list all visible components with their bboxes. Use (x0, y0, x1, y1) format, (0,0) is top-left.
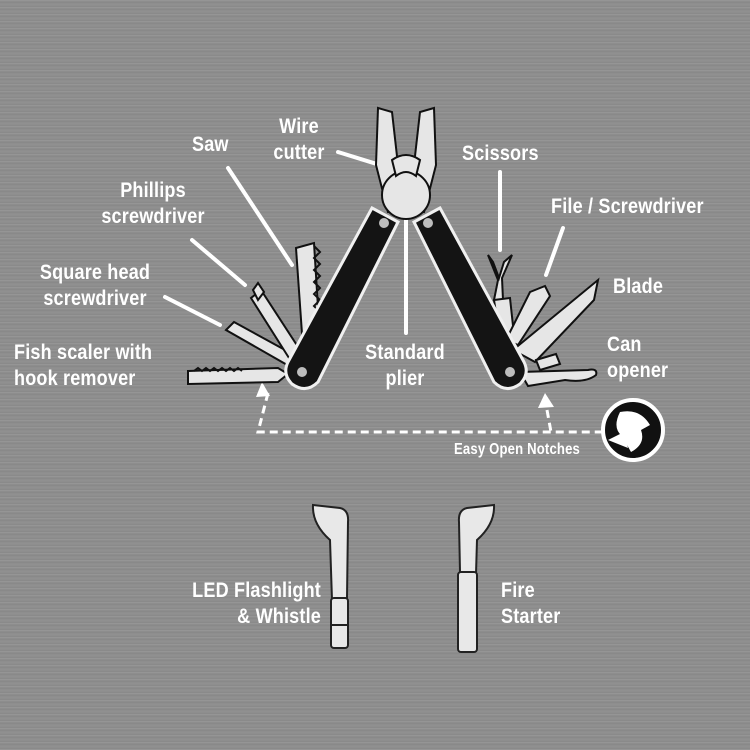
label-wire-cutter-line2: cutter (273, 141, 325, 164)
label-can-opener-line2: opener (607, 359, 669, 382)
label-scissors: Scissors (462, 141, 539, 167)
label-square-head-line2: screwdriver (43, 287, 147, 310)
plier-pivot (381, 170, 431, 220)
label-wire-cutter-line1: Wire (279, 115, 319, 138)
left-handle (284, 205, 400, 390)
label-blade-line1: Blade (613, 275, 664, 298)
label-fish-scaler: Fish scaler with hook remover (14, 340, 152, 392)
leader-file (544, 226, 565, 277)
label-scissors-line1: Scissors (462, 142, 539, 165)
label-file-screwdriver: File / Screwdriver (551, 194, 704, 220)
can-opener-tool (518, 368, 598, 388)
label-easy-open-notches-line1: Easy Open Notches (454, 441, 581, 458)
notch-arrow-left (256, 382, 270, 397)
label-led-flashlight: LED Flashlight & Whistle (183, 578, 321, 630)
notch-bracket (256, 392, 603, 434)
right-tools (487, 254, 600, 388)
label-file-screwdriver-line1: File / Screwdriver (551, 195, 704, 218)
label-phillips-line1: Phillips (120, 179, 186, 202)
plier-jaws (374, 106, 438, 220)
leader-saw (226, 166, 294, 267)
label-standard-plier-line1: Standard (365, 341, 445, 364)
label-can-opener-line1: Can (607, 333, 642, 356)
label-led-flashlight-line1: LED Flashlight (192, 579, 321, 602)
label-square-head: Square head screwdriver (39, 260, 151, 312)
label-standard-plier: Standard plier (359, 340, 450, 392)
label-blade: Blade (613, 274, 663, 300)
label-wire-cutter: Wire cutter (260, 114, 337, 166)
fish-scaler-tool (187, 366, 290, 386)
label-can-opener: Can opener (607, 332, 668, 384)
label-phillips-line2: screwdriver (101, 205, 205, 228)
label-fire-starter: Fire Starter (501, 578, 560, 630)
label-saw-line1: Saw (192, 133, 229, 156)
handles (284, 205, 528, 390)
label-fish-scaler-line2: hook remover (14, 367, 136, 390)
label-phillips: Phillips screwdriver (97, 178, 209, 230)
label-fire-starter-line2: Starter (501, 605, 561, 628)
label-led-flashlight-line2: & Whistle (237, 605, 321, 628)
label-easy-open-notches: Easy Open Notches (454, 440, 580, 460)
leader-square-head (163, 295, 222, 327)
label-fish-scaler-line1: Fish scaler with (14, 341, 153, 364)
right-handle (412, 205, 528, 390)
scissors-tool (487, 254, 513, 301)
label-saw: Saw (192, 132, 229, 158)
label-square-head-line1: Square head (39, 261, 151, 284)
blade-tool (511, 277, 600, 364)
notch-detail-icon (601, 398, 665, 462)
label-fire-starter-line1: Fire (501, 579, 535, 602)
file-tool (504, 284, 552, 347)
leader-phillips (190, 238, 247, 287)
fire-starter-icon (457, 503, 496, 653)
label-standard-plier-line2: plier (385, 367, 425, 390)
notch-arrow-right (538, 393, 554, 408)
flashlight-whistle-icon (311, 503, 350, 649)
